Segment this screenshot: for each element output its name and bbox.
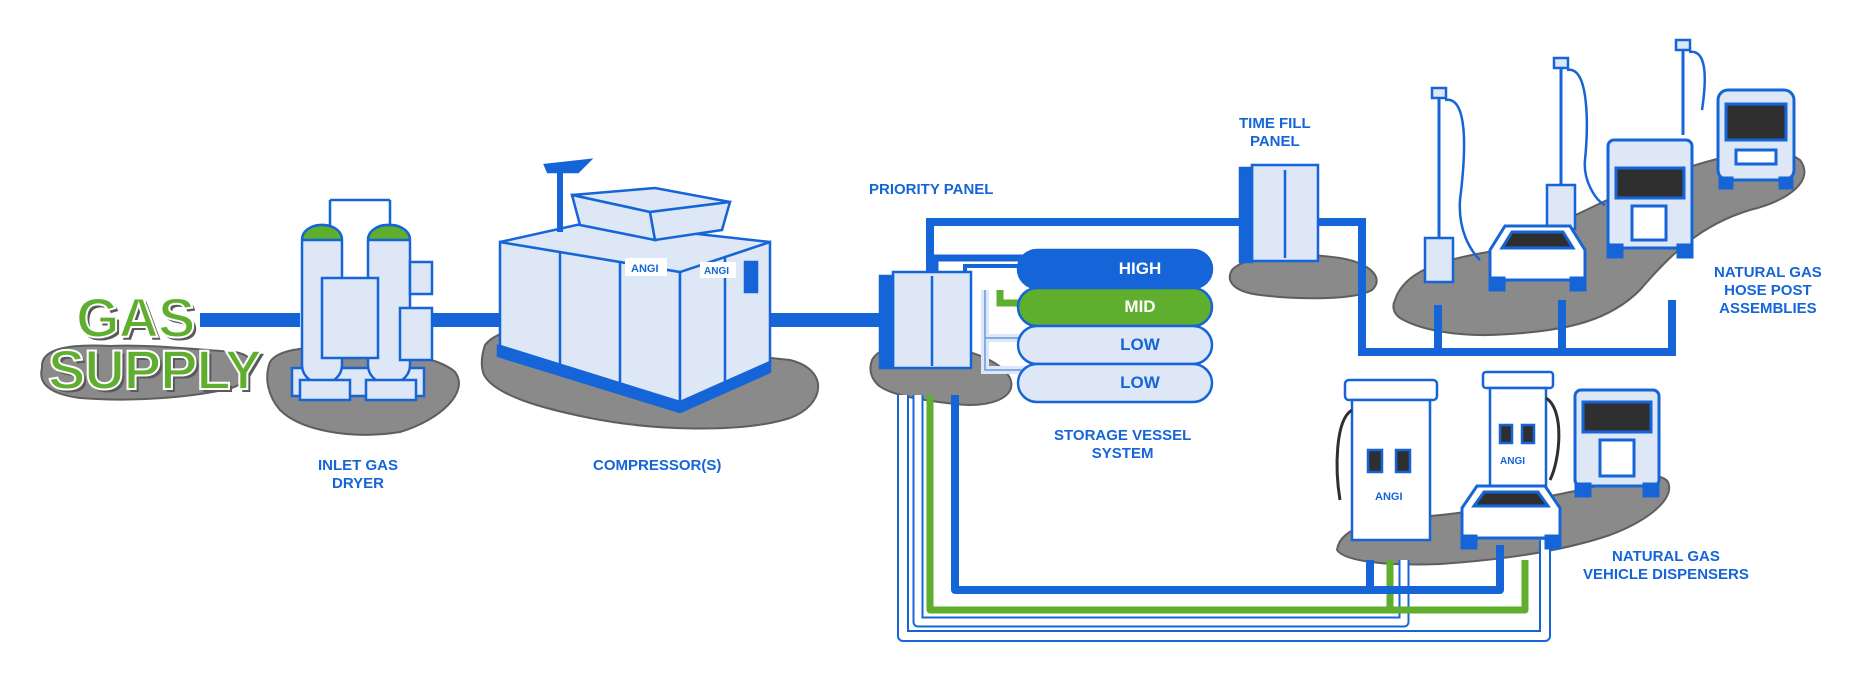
hose-post-bus-wheel-r — [1778, 176, 1794, 190]
pipe-manifold-high-2 — [963, 264, 1025, 275]
timefill-side — [1238, 166, 1254, 264]
dryer-foot-l — [298, 378, 352, 402]
compressor-logo-text: ANGI — [631, 263, 659, 275]
priority-panel — [878, 270, 973, 370]
hose-post-truck-wheel-r — [1676, 243, 1694, 259]
gas-supply-title: GAS SUPPLY — [47, 286, 263, 401]
hose-post-3-hose — [1688, 50, 1707, 111]
pipe-timefill-to-hoseposts — [1318, 218, 1676, 356]
hose-post-truck-grille — [1630, 204, 1668, 242]
dispenser-truck — [1573, 388, 1661, 498]
dispenser-large: ANGI — [1335, 378, 1439, 542]
dispenser-small-screen-1 — [1498, 423, 1514, 445]
dryer-control-box-2 — [398, 306, 434, 362]
inlet-gas-dryer — [290, 198, 434, 402]
label-priority-panel: PRIORITY PANEL — [869, 181, 994, 198]
dispenser-small-top — [1481, 370, 1555, 390]
dispenser-car-wheel-r — [1544, 534, 1562, 550]
tank-label-high: HIGH — [1118, 259, 1162, 278]
tank-low-2 — [1016, 362, 1214, 404]
hose-post-truck-windshield — [1614, 166, 1686, 200]
hose-post-truck — [1606, 138, 1694, 259]
dryer-control-box-3 — [408, 260, 434, 296]
compressor-side-display — [743, 260, 759, 294]
dryer-tower-right-cap — [366, 223, 412, 242]
gas-supply-line2: SUPPLY — [47, 338, 263, 401]
hose-post-car — [1488, 224, 1587, 292]
dispenser-truck-grille — [1598, 438, 1636, 478]
dispenser-small-screen-2 — [1520, 423, 1536, 445]
hose-post-bus-wheel-l — [1718, 176, 1734, 190]
dispenser-small-logo: ANGI — [1500, 456, 1525, 467]
hose-post-1 — [1423, 86, 1481, 284]
hose-post-2-head — [1552, 56, 1570, 70]
hose-post-bus-grille — [1734, 148, 1778, 166]
dispenser-small: ANGI — [1481, 370, 1561, 498]
timefill-pipes — [926, 218, 1676, 356]
dispenser-large-screen-2 — [1394, 448, 1412, 474]
dispenser-small-hose — [1545, 396, 1561, 481]
hose-post-car-wheel-l — [1488, 276, 1506, 292]
tank-label-low-1: LOW — [1120, 335, 1160, 354]
hose-post-2-hose — [1566, 68, 1606, 207]
hose-post-3 — [1674, 38, 1707, 135]
dispenser-large-top — [1343, 378, 1439, 402]
dispenser-car-wheel-l — [1460, 534, 1478, 550]
pipe-panel-to-timefill — [926, 218, 1240, 272]
pipe-light-outer — [899, 395, 1549, 640]
gas-supply-line1: GAS — [75, 286, 196, 349]
compressor: ANGI ANGI — [496, 158, 772, 414]
gas-supply-ground — [40, 344, 254, 401]
hose-post-2-base — [1545, 183, 1577, 231]
compressor-logo-plate — [625, 258, 667, 276]
hose-post-1-base — [1423, 236, 1455, 284]
dispenser-truck-wheel-r — [1642, 482, 1660, 498]
pipe-green — [926, 395, 1529, 614]
pipe-manifold-high — [931, 254, 1025, 272]
hose-post-car-windshield — [1499, 230, 1576, 250]
dispenser-car — [1460, 484, 1562, 550]
dryer-tower-left-cap — [300, 223, 344, 242]
pipe-blue — [951, 395, 1504, 594]
dispenser-large-logo: ANGI — [1375, 491, 1403, 503]
dispenser-truck-windshield — [1581, 400, 1653, 434]
hose-post-truck-wheel-l — [1606, 243, 1624, 259]
dispenser-truck-wheel-l — [1574, 482, 1592, 498]
compressor-logo-text-2: ANGI — [704, 266, 729, 277]
hose-post-2 — [1545, 56, 1606, 231]
compressor-hood-side — [648, 200, 732, 242]
pipe-manifold-mid — [996, 290, 1025, 307]
dispenser-large-screen-1 — [1366, 448, 1384, 474]
dispenser-large-body — [1350, 398, 1432, 542]
dispenser-car-windshield — [1471, 490, 1551, 508]
compressor-exhaust-cap — [543, 158, 594, 174]
dispenser-pipes — [897, 395, 1551, 642]
label-compressors: COMPRESSOR(S) — [593, 457, 722, 474]
compressor-logo-plate-2 — [700, 262, 736, 278]
dispenser-large-hose — [1335, 408, 1353, 501]
hose-post-car-wheel-r — [1569, 276, 1587, 292]
time-fill-panel — [1238, 163, 1320, 264]
dryer-control-box-1 — [320, 276, 380, 360]
priority-panel-side — [878, 274, 895, 370]
tank-label-low-2: LOW — [1120, 373, 1160, 392]
hose-post-3-head — [1674, 38, 1692, 52]
tank-label-mid: MID — [1124, 297, 1156, 316]
hose-post-1-head — [1430, 86, 1448, 100]
hose-post-1-hose — [1444, 98, 1481, 261]
hose-post-bus — [1716, 88, 1796, 190]
storage-vessels — [1016, 248, 1214, 404]
hose-post-bus-windshield — [1724, 102, 1788, 142]
dispenser-small-body — [1488, 386, 1548, 498]
dryer-foot-r — [364, 378, 418, 402]
